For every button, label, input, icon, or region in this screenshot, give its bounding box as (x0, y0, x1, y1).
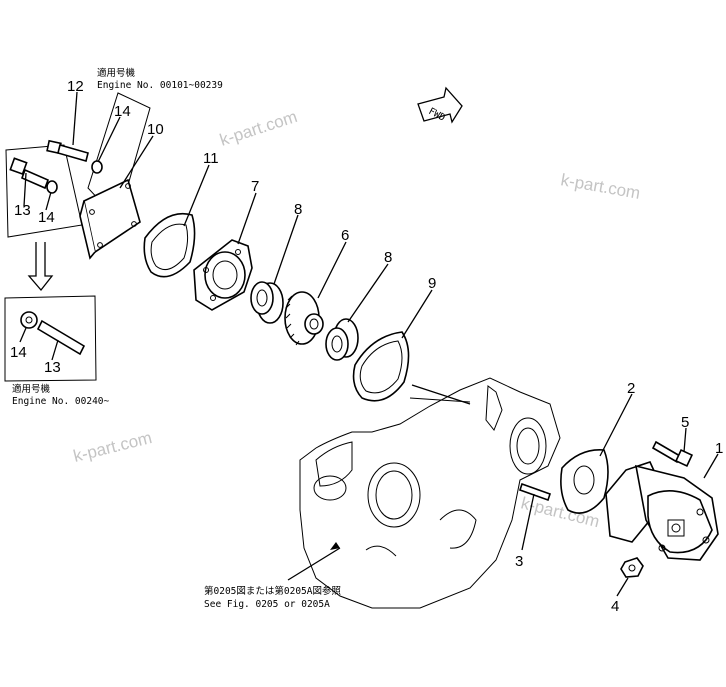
part-number: 3 (515, 553, 523, 570)
watermark: k-part.com (217, 107, 299, 150)
bolt-12 (46, 139, 89, 162)
gasket-9 (352, 331, 410, 402)
part-number: 14 (38, 209, 55, 226)
part-number: 12 (67, 78, 84, 95)
part-number: 7 (251, 178, 259, 195)
forward-arrow-icon: FWD (417, 86, 463, 124)
part-number: 14 (114, 103, 131, 120)
part-number: 13 (14, 202, 31, 219)
bolt-5 (651, 440, 694, 468)
replacement-arrow-icon (27, 242, 54, 292)
part-number: 2 (627, 380, 635, 397)
part-number: 4 (611, 598, 619, 615)
leader-arrowhead-icon (330, 542, 340, 550)
part-number: 9 (428, 275, 436, 292)
part-number: 8 (384, 249, 392, 266)
part-number: 10 (147, 121, 164, 138)
part-number: 1 (715, 440, 723, 457)
pump-gasket-2 (560, 449, 609, 514)
engine-range-bottom: Engine No. 00240~ (12, 396, 110, 407)
cover-plate-10 (79, 178, 141, 260)
idler-gear-6 (284, 291, 324, 346)
reference-note: See Fig. 0205 or 0205A (204, 599, 330, 610)
reference-note-jp: 第0205図または第0205A図参照 (204, 585, 341, 597)
svg-text:FWD: FWD (427, 106, 448, 124)
nut-4 (620, 557, 644, 578)
gear-case-housing (299, 377, 561, 609)
applicable-engine-label-bottom: 適用号機 (12, 383, 51, 395)
engine-range-top: Engine No. 00101~00239 (97, 80, 223, 91)
part-number: 11 (203, 150, 219, 167)
part-number: 5 (681, 414, 689, 431)
bolt-13 (9, 157, 50, 190)
callout-box-late (4, 295, 97, 382)
bearing-housing-7 (193, 239, 253, 311)
washer-14-kit (46, 180, 58, 194)
leader-lines (19, 91, 719, 597)
stud-3 (518, 482, 552, 502)
bearing-8-front (250, 281, 284, 324)
watermark: k-part.com (71, 428, 154, 466)
stud-13 (20, 311, 86, 356)
part-number: 6 (341, 227, 349, 244)
part-number: 13 (44, 359, 61, 376)
part-number: 8 (294, 201, 302, 218)
gasket-11 (143, 213, 196, 278)
part-number: 14 (10, 344, 27, 361)
bearing-8-rear (325, 318, 359, 361)
washer-14 (91, 160, 103, 174)
hydraulic-pump-1 (605, 461, 719, 561)
applicable-engine-label-top: 適用号機 (97, 67, 136, 79)
watermark: k-part.com (559, 170, 641, 203)
